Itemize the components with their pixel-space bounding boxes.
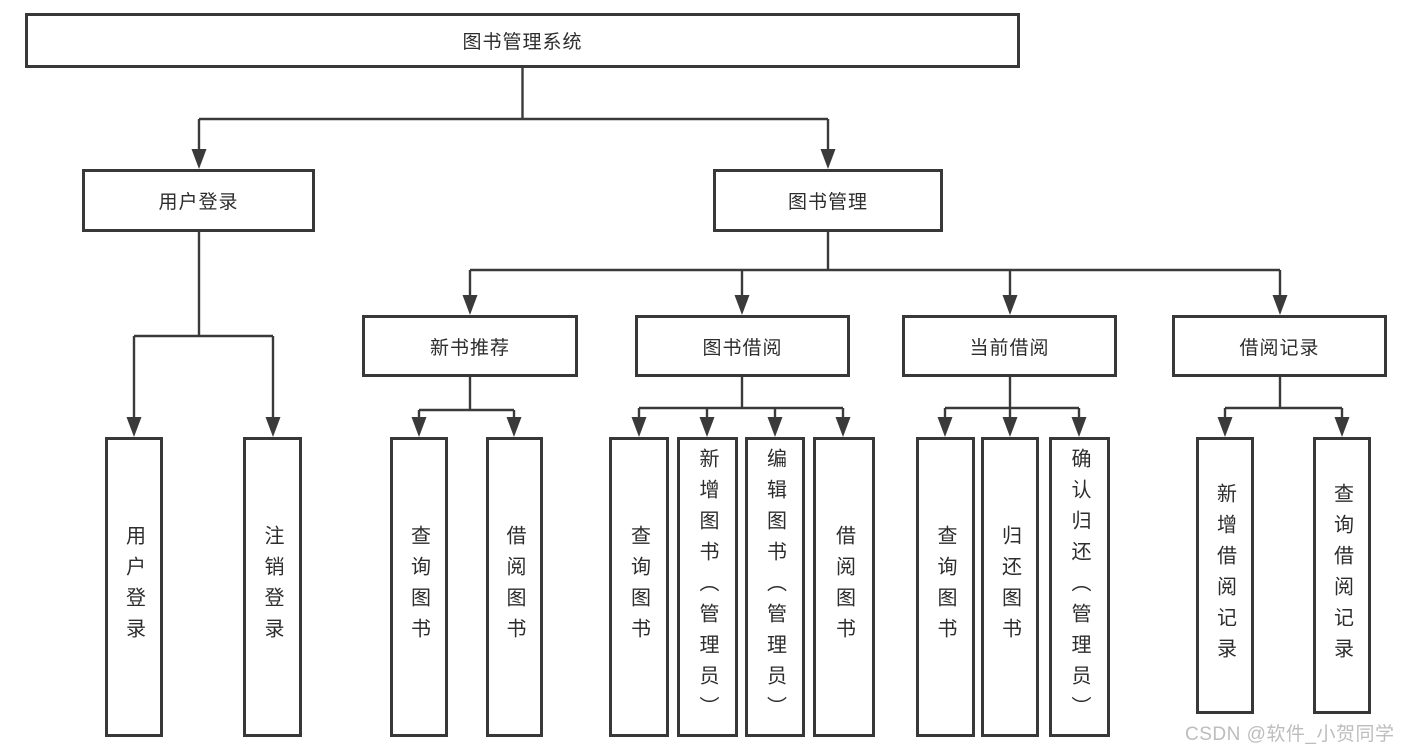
leaf-nb-query-label: 查询图书 — [407, 525, 430, 649]
node-borrow-record: 借阅记录 — [1172, 315, 1387, 377]
node-book-manage: 图书管理 — [713, 169, 943, 232]
leaf-nb-borrow-label: 借阅图书 — [503, 525, 525, 649]
arrow-down-icon — [1002, 295, 1018, 315]
leaf-add-books-admin: 新增图书（管理员） — [677, 437, 738, 737]
arrow-down-icon — [126, 417, 142, 437]
arrow-down-icon — [767, 417, 783, 437]
connector-book-manage — [462, 232, 1288, 315]
node-new-book-recommend: 新书推荐 — [362, 315, 578, 377]
leaf-query-books-current: 查询图书 — [916, 437, 975, 737]
node-current-borrow-label: 当前借阅 — [969, 337, 1050, 359]
leaf-edit-books-admin: 编辑图书（管理员） — [745, 437, 805, 737]
leaf-borrow-books-borrow: 借阅图书 — [813, 437, 875, 737]
leaf-user-login: 用户登录 — [105, 437, 163, 737]
leaf-bb-borrow-label: 借阅图书 — [832, 525, 855, 649]
arrow-down-icon — [1071, 417, 1087, 437]
arrow-down-icon — [191, 149, 207, 169]
arrow-down-icon — [1334, 417, 1350, 437]
leaf-br-add-label: 新增借阅记录 — [1213, 482, 1236, 669]
node-book-manage-label: 图书管理 — [787, 192, 868, 213]
leaf-cb-query-label: 查询图书 — [934, 525, 956, 649]
node-book-borrow: 图书借阅 — [635, 315, 850, 377]
node-borrow-record-label: 借阅记录 — [1239, 337, 1320, 359]
leaf-add-borrow-record: 新增借阅记录 — [1196, 437, 1254, 714]
connector-borrow-record — [1217, 377, 1350, 437]
arrow-down-icon — [734, 295, 750, 315]
connector-book-borrow — [631, 377, 851, 437]
leaf-bb-query-label: 查询图书 — [627, 525, 650, 649]
arrow-down-icon — [699, 417, 715, 437]
node-new-book-label: 新书推荐 — [429, 337, 510, 359]
arrow-down-icon — [820, 149, 836, 169]
node-root-label: 图书管理系统 — [462, 32, 583, 53]
leaf-query-books-borrow: 查询图书 — [609, 437, 669, 737]
arrow-down-icon — [1002, 417, 1018, 437]
leaf-query-books-newbook: 查询图书 — [390, 437, 448, 737]
leaf-confirm-return-admin: 确认归还（管理员） — [1049, 437, 1110, 737]
arrow-down-icon — [631, 417, 647, 437]
leaf-query-borrow-record: 查询借阅记录 — [1313, 437, 1371, 714]
connector-current-borrow — [937, 377, 1087, 437]
arrow-down-icon — [411, 417, 427, 437]
leaf-bb-edit-label: 编辑图书（管理员） — [763, 447, 786, 727]
node-root: 图书管理系统 — [25, 13, 1020, 68]
arrow-down-icon — [1217, 417, 1233, 437]
node-current-borrow: 当前借阅 — [902, 315, 1117, 377]
arrow-down-icon — [835, 417, 851, 437]
leaf-cb-return-label: 归还图书 — [998, 525, 1021, 649]
leaf-logout-login: 注销登录 — [243, 437, 302, 737]
leaf-cb-confirm-label: 确认归还（管理员） — [1068, 447, 1090, 727]
arrow-down-icon — [937, 417, 953, 437]
arrow-down-icon — [506, 417, 522, 437]
connector-new-book — [411, 377, 522, 437]
connector-user-login — [126, 232, 281, 437]
leaf-user-login-label: 用户登录 — [122, 525, 145, 649]
arrow-down-icon — [462, 295, 478, 315]
arrow-down-icon — [265, 417, 281, 437]
arrow-down-icon — [1272, 295, 1288, 315]
leaf-return-books: 归还图书 — [981, 437, 1039, 737]
leaf-logout-label: 注销登录 — [261, 525, 283, 649]
leaf-bb-add-label: 新增图书（管理员） — [696, 447, 718, 727]
watermark: CSDN @软件_小贺同学 — [1185, 724, 1395, 745]
node-book-borrow-label: 图书借阅 — [702, 337, 783, 359]
node-user-login: 用户登录 — [82, 169, 315, 232]
leaf-borrow-books-newbook: 借阅图书 — [486, 437, 543, 737]
leaf-br-query-label: 查询借阅记录 — [1330, 482, 1353, 669]
connector-root — [191, 68, 836, 169]
node-user-login-label: 用户登录 — [158, 192, 239, 213]
